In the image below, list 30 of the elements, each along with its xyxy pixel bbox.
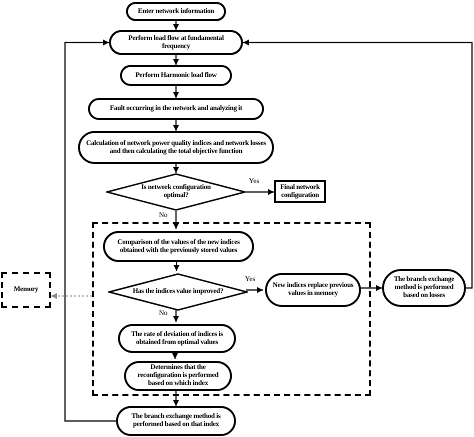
arrow <box>64 40 116 422</box>
arrow <box>246 189 274 195</box>
arrow <box>173 86 179 98</box>
process-box <box>78 131 274 164</box>
arrow <box>173 309 179 322</box>
process-box <box>120 65 232 86</box>
arrow <box>172 351 178 359</box>
process-box <box>103 231 254 262</box>
decision-diamond <box>106 173 246 211</box>
process-box <box>88 98 264 120</box>
process-box <box>116 406 236 436</box>
dashed-group-box <box>92 222 371 396</box>
process-box <box>109 30 243 55</box>
arrow <box>173 389 179 406</box>
process-box <box>265 273 361 307</box>
process-box <box>118 324 236 353</box>
arrow <box>173 55 179 65</box>
process-box <box>124 361 232 391</box>
memory-box <box>1 272 51 308</box>
process-box <box>126 2 226 21</box>
arrow <box>359 285 382 291</box>
arrow <box>173 211 179 229</box>
arrow <box>173 120 179 131</box>
arrow <box>173 164 179 173</box>
arrow <box>173 21 179 30</box>
terminal-box <box>274 180 326 203</box>
arrow <box>246 287 263 293</box>
arrow <box>50 293 92 299</box>
process-box <box>382 269 466 307</box>
arrow <box>243 40 473 289</box>
